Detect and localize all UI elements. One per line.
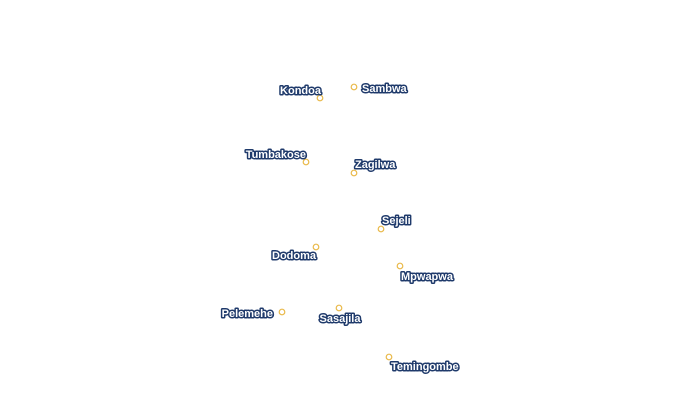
marker-pelemehe[interactable] xyxy=(278,308,286,316)
marker-zagilwa[interactable] xyxy=(350,169,358,177)
label-mpwapwa: Mpwapwa xyxy=(401,271,454,283)
label-pelemehe: Pelemehe xyxy=(222,308,273,320)
marker-dodoma[interactable] xyxy=(312,243,320,251)
label-zagilwa: Zagilwa xyxy=(355,159,396,171)
marker-tumbakose[interactable] xyxy=(302,158,310,166)
marker-kondoa[interactable] xyxy=(316,94,324,102)
label-sasajila: Sasajila xyxy=(320,313,362,325)
marker-temingombe[interactable] xyxy=(385,353,393,361)
label-dodoma: Dodoma xyxy=(272,250,317,262)
label-temingombe: Temingombe xyxy=(391,361,459,373)
marker-sejeli[interactable] xyxy=(377,225,385,233)
label-sejeli: Sejeli xyxy=(382,215,411,227)
marker-sasajila[interactable] xyxy=(335,304,343,312)
label-kondoa: Kondoa xyxy=(280,85,322,97)
label-tumbakose: Tumbakose xyxy=(246,149,306,161)
label-sambwa: Sambwa xyxy=(362,83,408,95)
marker-sambwa[interactable] xyxy=(350,83,358,91)
marker-mpwapwa[interactable] xyxy=(396,262,404,270)
